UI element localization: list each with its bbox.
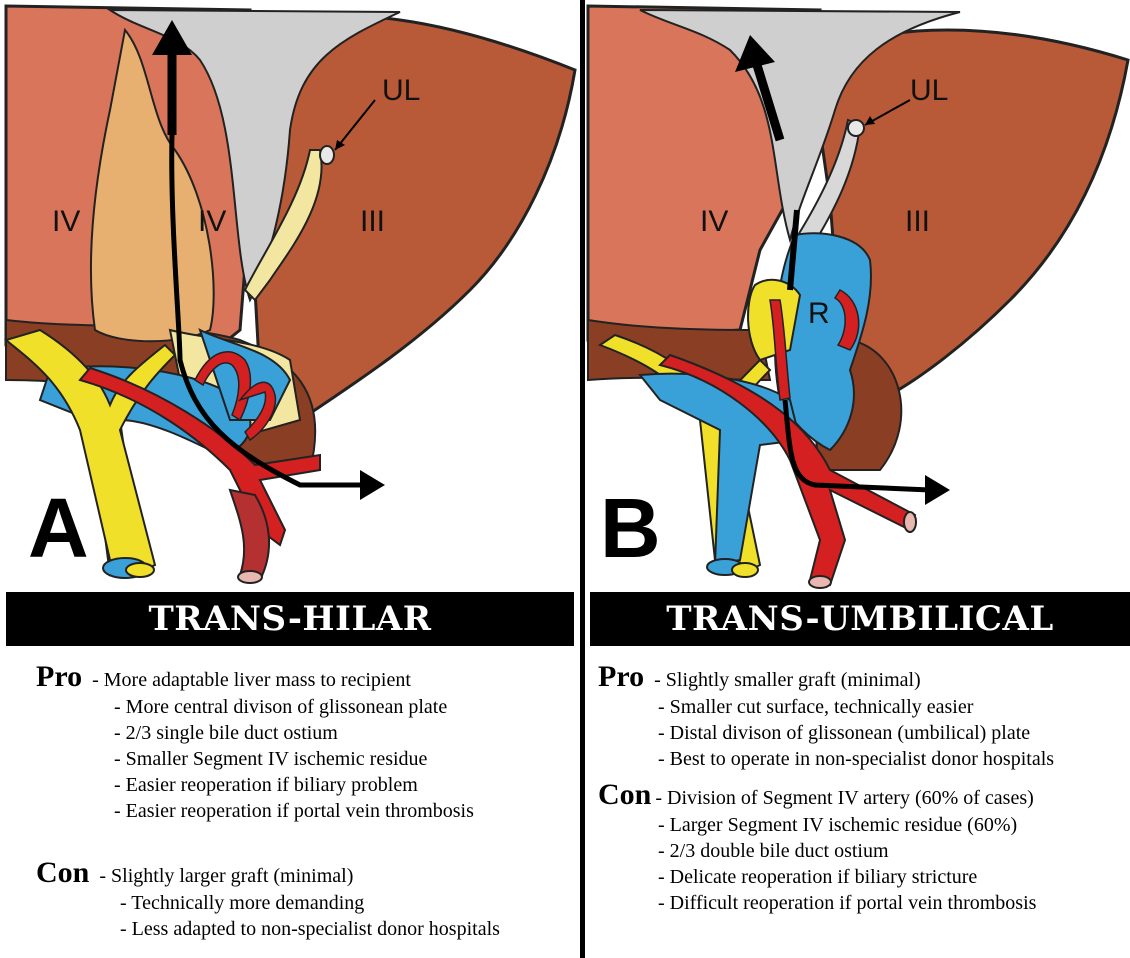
ul-label: UL bbox=[382, 74, 420, 108]
panel-b-letter: B bbox=[600, 486, 661, 570]
panel-a-letter: A bbox=[28, 486, 89, 570]
pro-item: - Smaller cut surface, technically easie… bbox=[658, 694, 1054, 720]
trans-hilar-banner: TRANS-HILAR bbox=[6, 592, 574, 646]
pro-item: - Easier reoperation if biliary problem bbox=[114, 772, 474, 798]
con-item: - Division of Segment IV artery (60% of … bbox=[655, 787, 1033, 810]
arrow-right-head-b bbox=[925, 475, 950, 505]
con-item: - Slightly larger graft (minimal) bbox=[99, 865, 353, 888]
con-keyword: Con bbox=[36, 856, 89, 890]
segment-iv-label-b: IV bbox=[700, 205, 728, 239]
panel-b-con-section: Con - Division of Segment IV artery (60%… bbox=[598, 778, 1036, 916]
con-item: - Difficult reoperation if portal vein t… bbox=[658, 890, 1036, 916]
pro-item: - More adaptable liver mass to recipient bbox=[92, 669, 411, 692]
con-item: - 2/3 double bile duct ostium bbox=[658, 838, 1036, 864]
pro-item: - More central divison of glissonean pla… bbox=[114, 694, 474, 720]
panel-a-pro-section: Pro - More adaptable liver mass to recip… bbox=[36, 660, 474, 824]
con-keyword: Con bbox=[598, 778, 651, 812]
segment-iii-label: III bbox=[360, 205, 385, 239]
segment-iv-label-2: IV bbox=[198, 205, 226, 239]
segment-iii-label-b: III bbox=[905, 205, 930, 239]
pro-item: - Distal divison of glissonean (umbilica… bbox=[658, 720, 1054, 746]
panel-divider bbox=[580, 0, 585, 958]
recess-label: R bbox=[808, 297, 830, 331]
pro-keyword: Pro bbox=[598, 660, 644, 694]
pro-keyword: Pro bbox=[36, 660, 82, 694]
panel-b-pro-section: Pro - Slightly smaller graft (minimal) -… bbox=[598, 660, 1054, 772]
ul-label-b: UL bbox=[910, 74, 948, 108]
pro-item: - Easier reoperation if portal vein thro… bbox=[114, 798, 474, 824]
pro-item: - 2/3 single bile duct ostium bbox=[114, 720, 474, 746]
segment-iv-label-1: IV bbox=[52, 205, 80, 239]
portal-vein-b bbox=[640, 374, 800, 565]
con-item: - Less adapted to non-specialist donor h… bbox=[120, 916, 500, 942]
con-item: - Technically more demanding bbox=[120, 890, 500, 916]
pro-item: - Best to operate in non-specialist dono… bbox=[658, 746, 1054, 772]
con-item: - Larger Segment IV ischemic residue (60… bbox=[658, 812, 1036, 838]
panel-b-illustration bbox=[0, 0, 1130, 592]
trans-umbilical-banner: TRANS-UMBILICAL bbox=[590, 592, 1130, 646]
pro-item: - Smaller Segment IV ischemic residue bbox=[114, 746, 474, 772]
panel-a-con-section: Con - Slightly larger graft (minimal) - … bbox=[36, 856, 500, 942]
pro-item: - Slightly smaller graft (minimal) bbox=[654, 669, 921, 692]
con-item: - Delicate reoperation if biliary strict… bbox=[658, 864, 1036, 890]
